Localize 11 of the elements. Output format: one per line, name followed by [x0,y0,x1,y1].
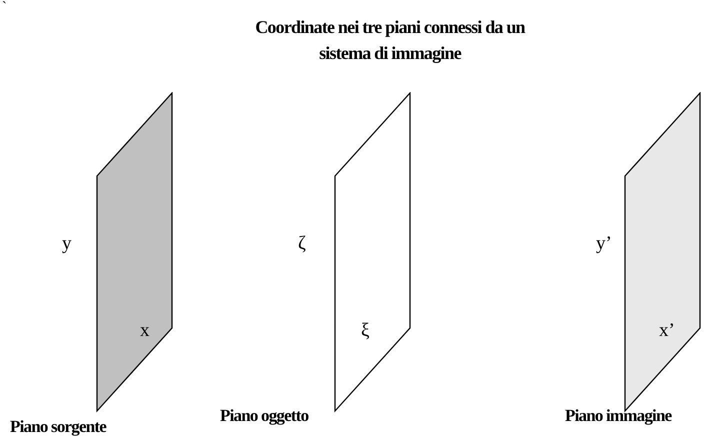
plane-label: Piano immagine [565,406,672,426]
plane-label: Piano sorgente [10,417,106,437]
axis-label: x’ [659,320,675,342]
axis-label: ζ [298,233,306,255]
axis-label: ξ [361,320,370,342]
axis-label: y’ [596,233,612,255]
axis-label: y [62,233,72,255]
axis-label: x [140,320,150,342]
plane-label: Piano oggetto [220,406,308,426]
stray-mark: ` [2,0,7,16]
title: Coordinate nei tre piani connessi da un sistema di immagine [254,16,526,65]
